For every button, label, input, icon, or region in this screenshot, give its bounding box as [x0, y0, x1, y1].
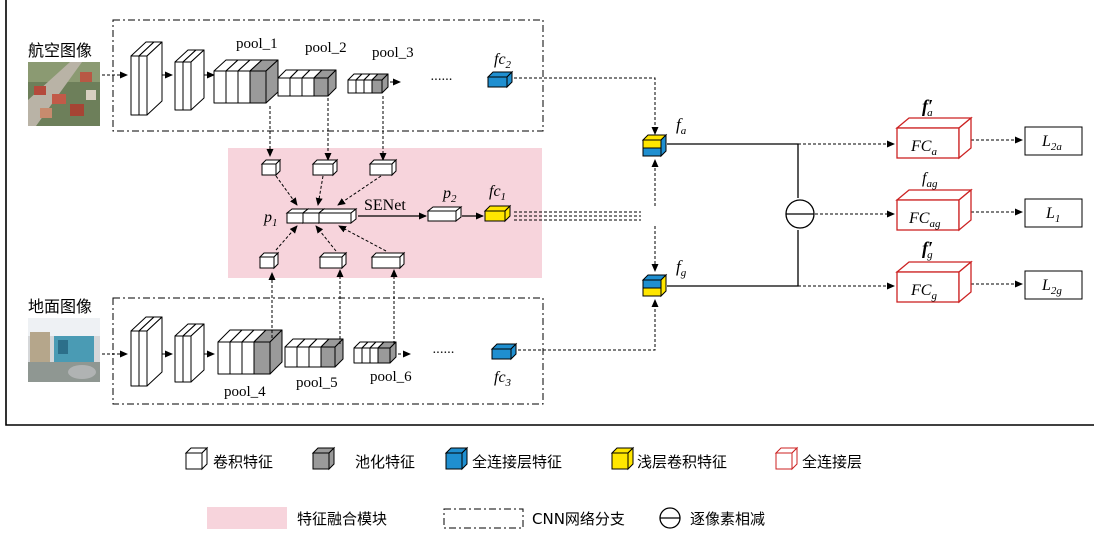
- legend-fusion-swatch: [207, 507, 287, 529]
- pool-5-label: pool_5: [296, 375, 338, 391]
- fa-label: fa: [676, 115, 687, 137]
- legend-subtraction-label: 逐像素相减: [690, 510, 765, 528]
- legend-pool-label: 池化特征: [355, 453, 415, 471]
- legend-subtraction-icon: [660, 508, 680, 528]
- legend-cnn-branch-label: CNN网络分支: [532, 510, 625, 528]
- fc1-feature: [485, 206, 510, 221]
- fg-label: fg: [676, 257, 687, 279]
- fag-label: fag: [922, 170, 938, 190]
- ground-cnn-layers: [131, 317, 410, 386]
- fa-feature: [643, 135, 666, 156]
- legend-conv-label: 卷积特征: [213, 453, 273, 471]
- legend-fc-layer-icon: [776, 448, 797, 469]
- fc2-feature: [488, 72, 512, 87]
- legend-conv-icon: [186, 448, 207, 469]
- fa-prime-label: f′a: [922, 96, 933, 119]
- pool-1-label: pool_1: [236, 36, 278, 52]
- aerial-ellipsis: ······: [430, 73, 452, 88]
- legend-shallow-label: 浅层卷积特征: [637, 453, 727, 471]
- fc2-label: fc2: [494, 51, 512, 71]
- ground-ellipsis: ······: [432, 346, 454, 361]
- fc3-feature: [492, 344, 516, 359]
- pool-2-label: pool_2: [305, 40, 347, 56]
- legend-pool-icon: [313, 448, 334, 469]
- pool-6-label: pool_6: [370, 369, 412, 385]
- aerial-image: [28, 62, 100, 126]
- subtraction-op: [786, 200, 814, 228]
- legend-fc-feature-label: 全连接层特征: [472, 453, 562, 471]
- legend-fc-feature-icon: [446, 448, 467, 469]
- pool-3-label: pool_3: [372, 45, 414, 61]
- pool-4-label: pool_4: [224, 384, 266, 400]
- ground-image: [28, 318, 100, 382]
- fg-prime-label: f′g: [922, 238, 933, 261]
- fg-feature: [643, 275, 666, 296]
- senet-label: SENet: [364, 197, 406, 214]
- legend-cnn-branch-swatch: [444, 509, 523, 528]
- fc3-label: fc3: [494, 369, 512, 389]
- aerial-cnn-layers: [131, 42, 400, 115]
- legend-fusion-label: 特征融合模块: [297, 510, 387, 528]
- ground-branch-title: 地面图像: [28, 297, 92, 316]
- legend-fc-layer-label: 全连接层: [802, 453, 862, 471]
- legend-shallow-icon: [612, 448, 633, 469]
- aerial-branch-title: 航空图像: [28, 41, 92, 60]
